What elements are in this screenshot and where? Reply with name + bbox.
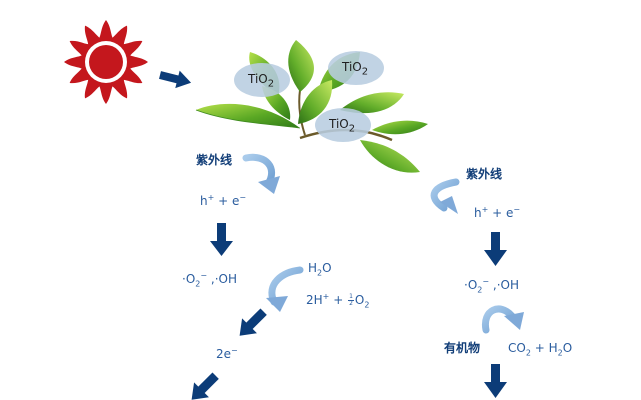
tio2-bubble-2 (328, 51, 384, 85)
uv-label-right: 紫外线 (466, 167, 503, 181)
tio2-bubble-1 (234, 63, 290, 97)
hole-electron-left: h+ + e− (200, 193, 247, 208)
tio2-label-2: TiO2 (342, 61, 368, 77)
tio2-sub: 2 (361, 66, 369, 78)
down-arrow-right-2 (484, 364, 507, 398)
sun-icon (64, 20, 148, 104)
tio2-label-3: TiO2 (329, 118, 355, 134)
tio2-base: TiO (248, 72, 268, 86)
radicals-left: ·O2− ,·OH (182, 271, 237, 289)
tio2-bubble-3 (315, 108, 371, 142)
co2-water-products: CO2 + H2O (508, 341, 573, 358)
organic-matter-label: 有机物 (444, 341, 481, 355)
light-incident-arrow (159, 70, 192, 89)
down-arrow-right-1 (484, 232, 507, 266)
tio2-sub: 2 (348, 123, 356, 135)
h2o-curve-arrow-left (266, 266, 304, 312)
radicals-right: ·O2− ,·OH (464, 277, 519, 295)
water-label-left: H2O (308, 261, 332, 278)
electrons-label-left: 2e− (216, 346, 238, 361)
diag-arrow-left-1 (239, 308, 267, 336)
diag-arrow-left-2 (191, 372, 219, 400)
uv-curve-arrow-left (242, 153, 280, 194)
leaves-image (195, 40, 428, 173)
tio2-base: TiO (342, 60, 362, 74)
hole-electron-right: h+ + e− (474, 205, 521, 220)
uv-label-left: 紫外线 (196, 153, 233, 167)
tio2-sub: 2 (267, 78, 275, 90)
organic-curve-arrow-right (481, 305, 524, 334)
uv-curve-arrow-right (430, 178, 460, 214)
tio2-label-1: TiO2 (248, 73, 274, 89)
tio2-base: TiO (329, 117, 349, 131)
down-arrow-left-1 (210, 223, 233, 256)
